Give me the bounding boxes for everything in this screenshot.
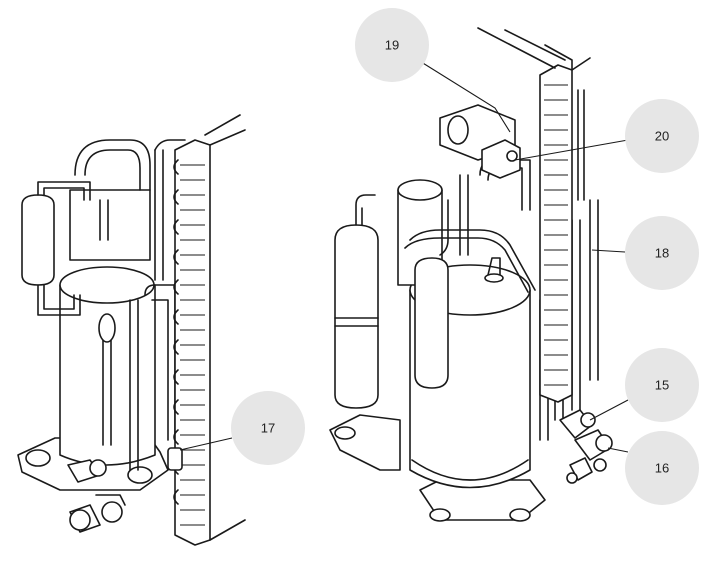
leader-18	[591, 249, 626, 253]
callout-15: 15	[625, 348, 699, 422]
callout-15-label: 15	[655, 378, 669, 393]
leader-20	[514, 139, 629, 161]
right-compressor-assembly	[329, 27, 613, 522]
callout-18: 18	[625, 216, 699, 290]
leader-15	[589, 399, 629, 421]
leader-16	[607, 447, 629, 453]
callout-20-label: 20	[655, 129, 669, 144]
callout-18-label: 18	[655, 246, 669, 261]
callout-19-label: 19	[385, 38, 399, 53]
callout-17-label: 17	[261, 421, 275, 436]
callout-17: 17	[231, 391, 305, 465]
callout-16-label: 16	[655, 461, 669, 476]
callout-19: 19	[355, 8, 429, 82]
left-compressor-assembly	[17, 114, 246, 546]
leader-19	[417, 59, 511, 133]
leader-17	[179, 437, 233, 451]
callout-16: 16	[625, 431, 699, 505]
callout-20: 20	[625, 99, 699, 173]
